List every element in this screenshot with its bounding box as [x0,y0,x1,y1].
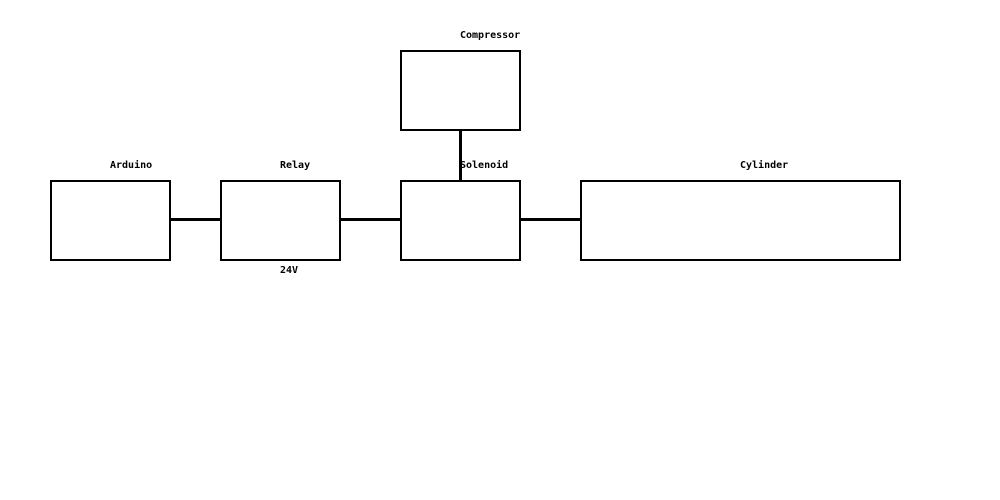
compressor-block [400,50,521,131]
wire-relay-solenoid [340,218,401,221]
solenoid-label: Solenoid [460,160,509,171]
arduino-label: Arduino [110,160,153,171]
solenoid-block [400,180,521,261]
compressor-label: Compressor [460,30,521,41]
cylinder-label: Cylinder [740,160,789,171]
cylinder-block [580,180,901,261]
arduino-block [50,180,171,261]
relay-label: Relay [280,160,311,171]
wire-solenoid-cylinder [520,218,581,221]
wire-compressor-solenoid [459,130,462,181]
relay-voltage-label: 24V [280,265,299,276]
wire-arduino-relay [170,218,221,221]
relay-block [220,180,341,261]
